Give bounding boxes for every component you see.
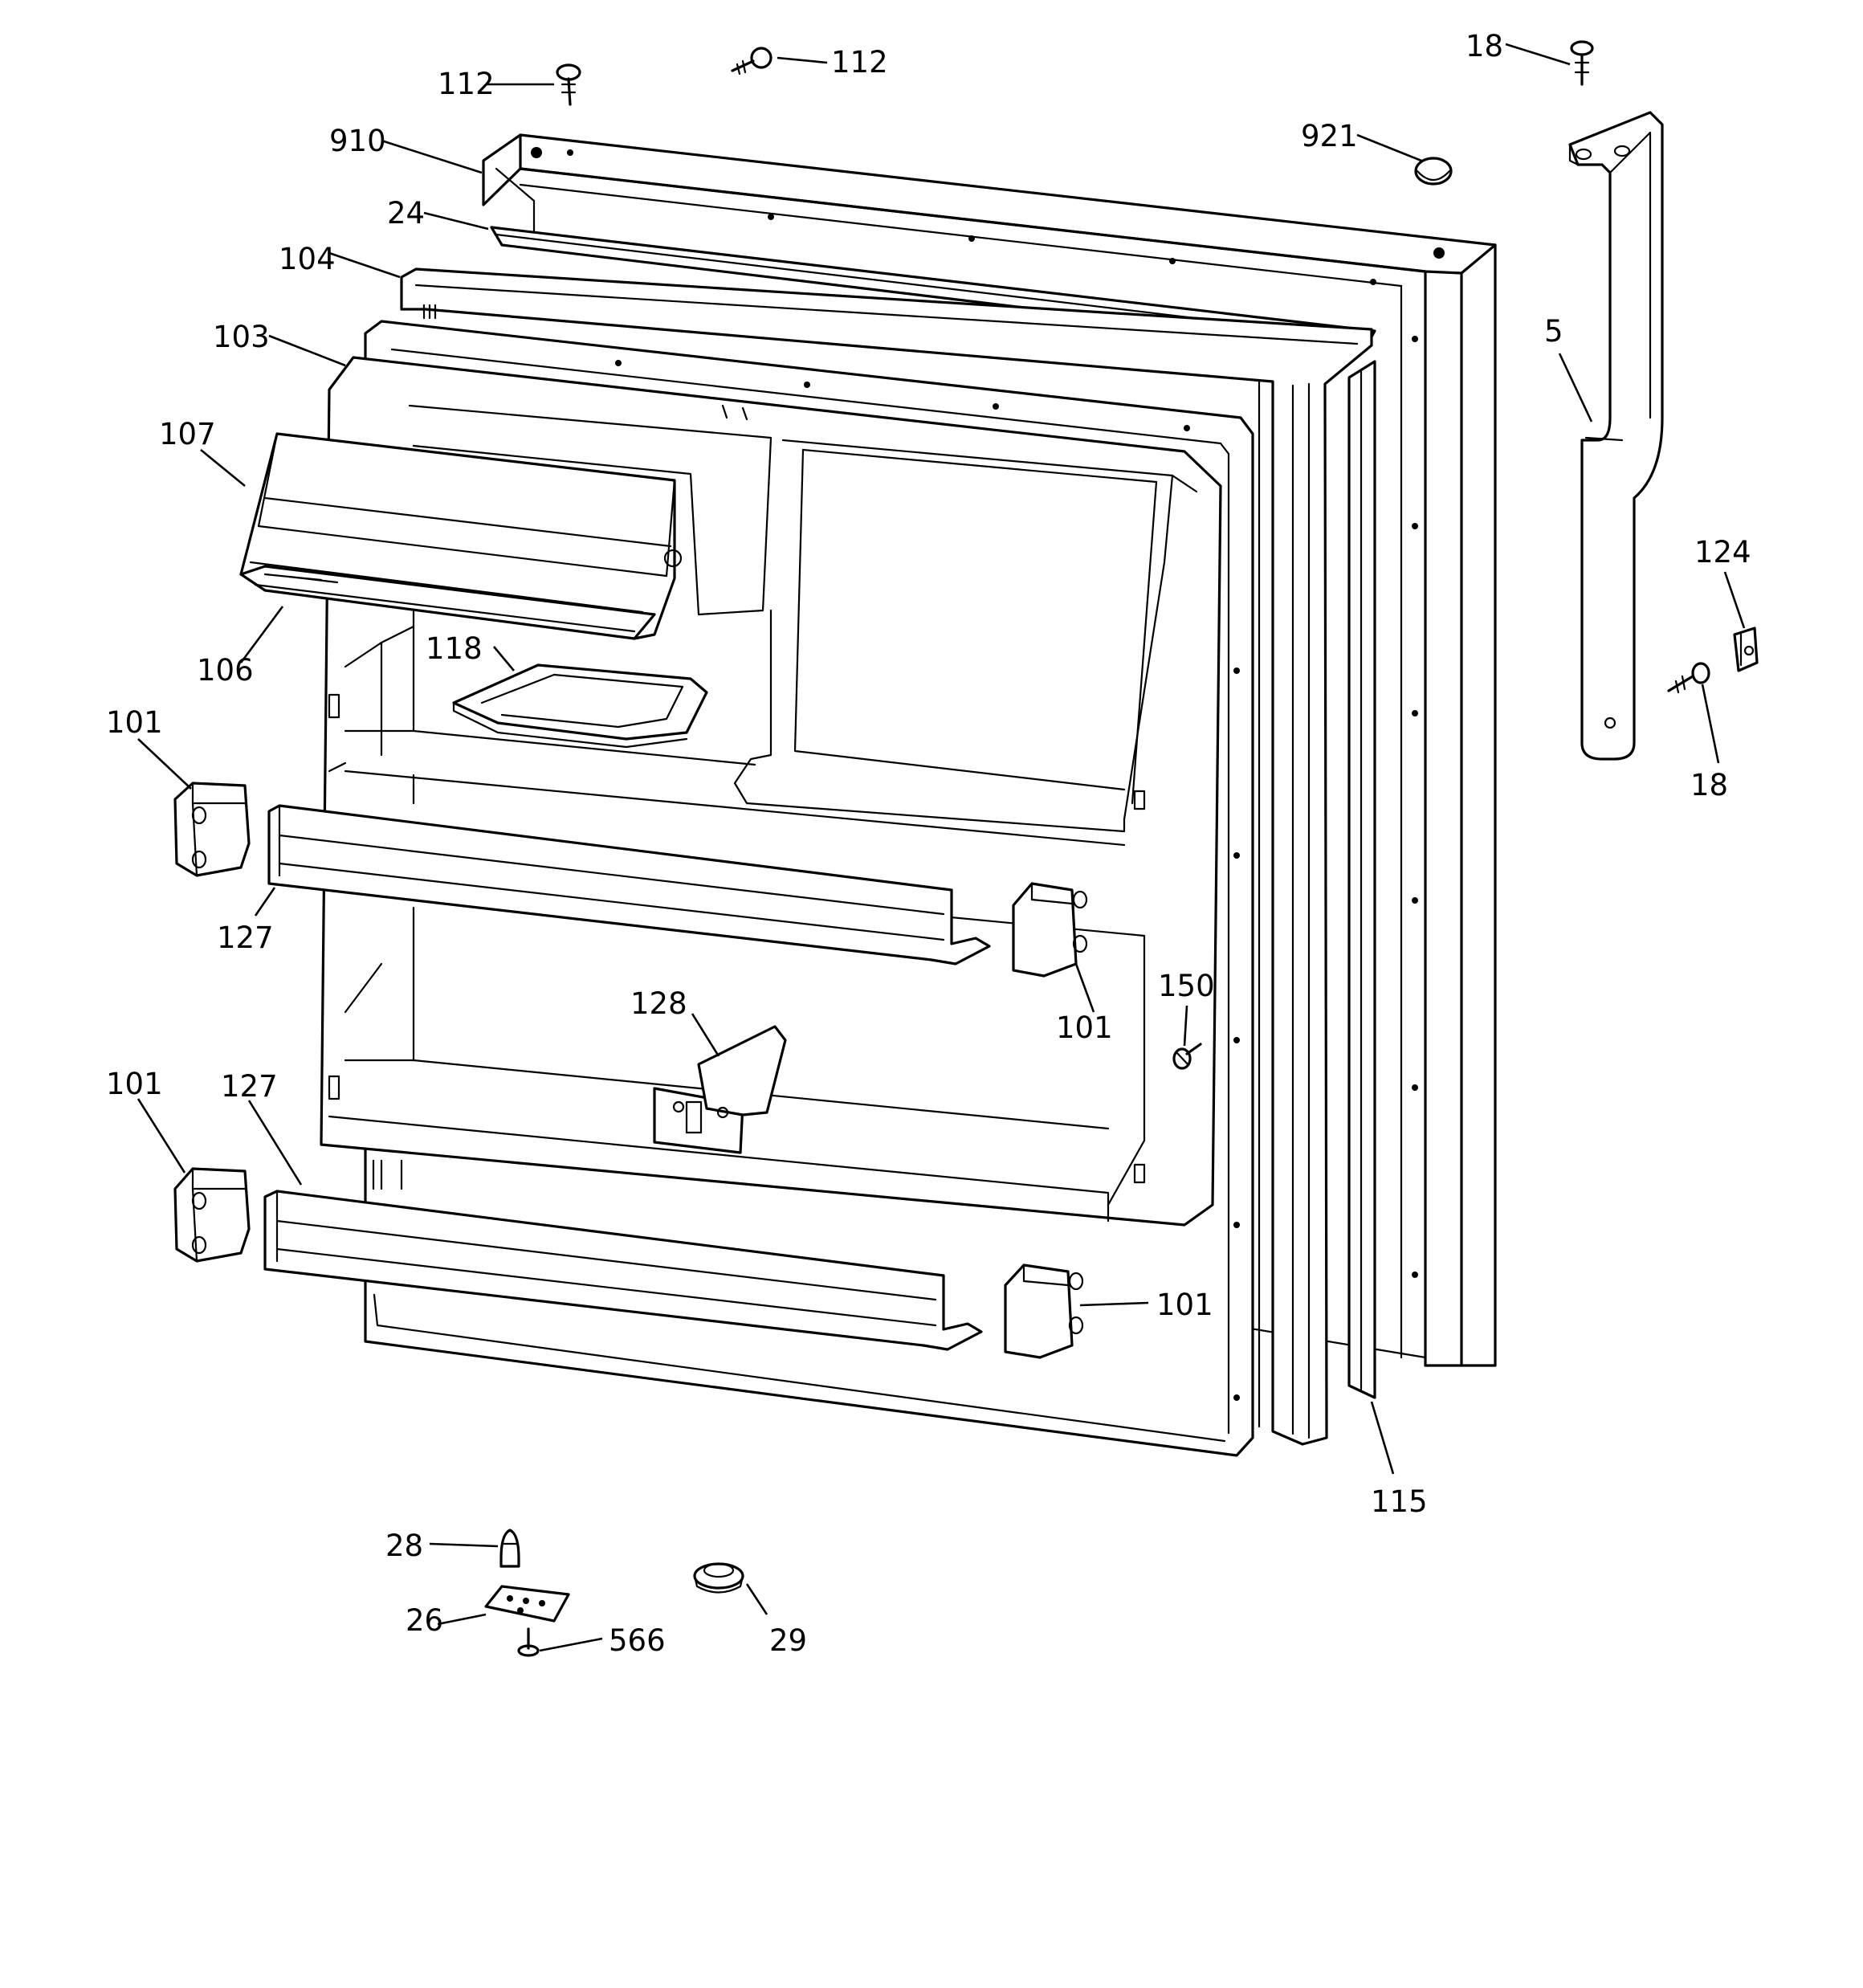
leader-lines — [137, 43, 1746, 1652]
butter-tray — [452, 663, 708, 749]
shelf-rail-upper — [267, 804, 991, 965]
callout-910: 910 — [329, 124, 386, 158]
callout-106: 106 — [197, 653, 254, 688]
shelf-rail-lower — [263, 1190, 983, 1351]
callout-150: 150 — [1158, 969, 1215, 1003]
callout-112-left: 112 — [438, 67, 495, 101]
callout-29: 29 — [769, 1623, 807, 1658]
spacer-28 — [499, 1529, 520, 1568]
callout-labels: 112 112 18 910 921 24 104 103 5 107 124 … — [106, 29, 1751, 1658]
callout-24: 24 — [387, 196, 425, 231]
callout-921: 921 — [1301, 119, 1358, 153]
callout-127-a: 127 — [217, 921, 274, 955]
callout-118: 118 — [426, 631, 483, 666]
screw-112-left — [556, 63, 581, 106]
callout-107: 107 — [159, 417, 216, 451]
callout-124: 124 — [1694, 535, 1751, 569]
callout-128: 128 — [630, 986, 687, 1021]
callout-26: 26 — [406, 1603, 443, 1638]
callout-103: 103 — [213, 320, 270, 354]
screw-18-top — [1570, 40, 1594, 86]
callout-104: 104 — [279, 242, 336, 276]
hinge-clip-124 — [1733, 627, 1759, 672]
callout-101-d: 101 — [1156, 1288, 1213, 1322]
callout-566: 566 — [609, 1623, 666, 1658]
callout-18-top: 18 — [1466, 29, 1503, 63]
door-handle — [1568, 111, 1664, 761]
plug-button-921 — [1414, 157, 1453, 186]
callout-127-b: 127 — [221, 1069, 278, 1104]
rail-end-cap-upper-right — [1012, 882, 1088, 978]
callout-18-right: 18 — [1690, 768, 1728, 802]
screw-112-right — [731, 47, 773, 76]
screw-18-right — [1667, 662, 1710, 694]
shelf-stop-bracket — [653, 1025, 787, 1154]
callout-101-a: 101 — [106, 705, 163, 740]
dairy-compartment-door — [239, 432, 683, 640]
callout-28: 28 — [385, 1529, 423, 1563]
rail-end-cap-upper-left — [173, 782, 251, 877]
callout-5: 5 — [1544, 314, 1563, 349]
screw-566 — [517, 1627, 540, 1657]
bracket-plate-26 — [484, 1585, 570, 1623]
callout-112-right: 112 — [831, 45, 888, 80]
callout-115: 115 — [1371, 1484, 1428, 1519]
rail-end-cap-lower-right — [1004, 1263, 1084, 1359]
seal-strip — [1347, 360, 1376, 1399]
door-gasket — [400, 267, 1373, 1446]
rail-end-cap-lower-left — [173, 1167, 251, 1263]
grommet-29 — [693, 1562, 744, 1594]
screw-150 — [1172, 1043, 1202, 1070]
callout-101-c: 101 — [106, 1067, 163, 1101]
callout-101-b: 101 — [1056, 1010, 1113, 1045]
